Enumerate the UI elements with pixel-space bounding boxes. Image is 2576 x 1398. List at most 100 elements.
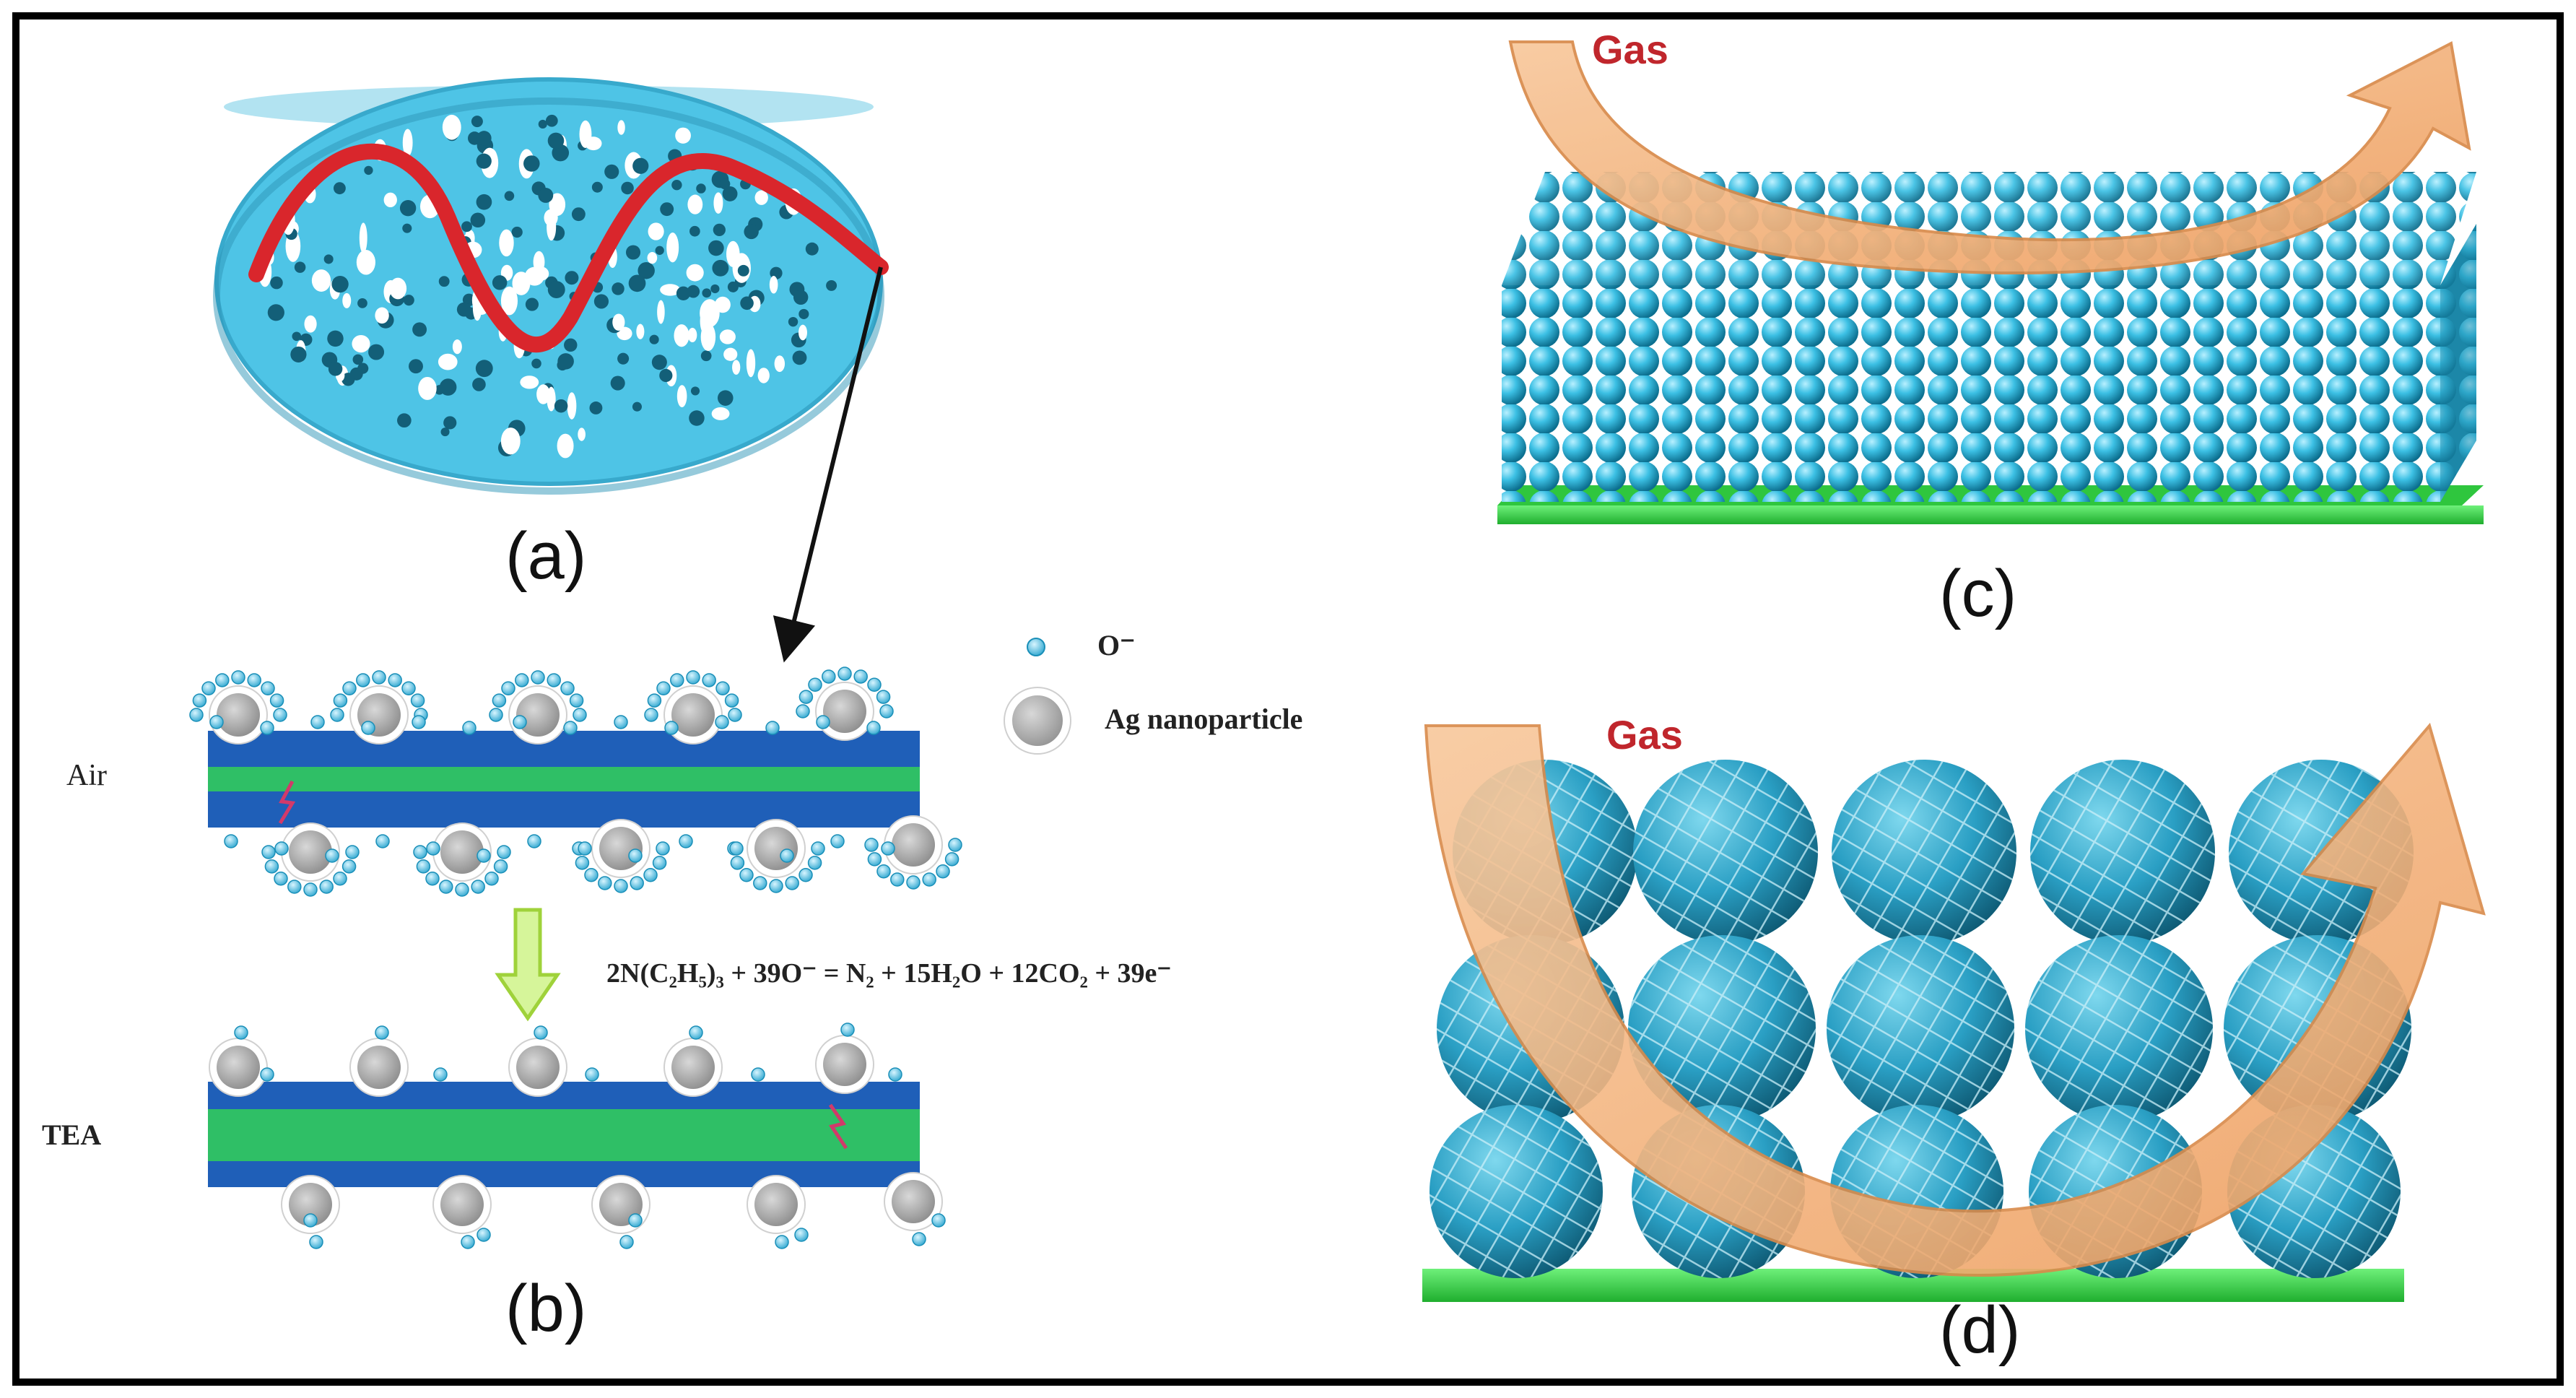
pore-dot bbox=[659, 368, 673, 383]
panel-a-label: (a) bbox=[505, 519, 587, 593]
ag-particle bbox=[754, 1183, 798, 1226]
pore-dot bbox=[740, 296, 754, 311]
oxygen-ion bbox=[864, 838, 879, 852]
pore-dot bbox=[632, 157, 649, 174]
pore-dot bbox=[323, 254, 334, 264]
oxygen-ion bbox=[192, 693, 207, 708]
pore bbox=[567, 392, 577, 420]
oxygen-ion bbox=[888, 1067, 902, 1082]
pore bbox=[342, 292, 352, 308]
pore-dot bbox=[438, 276, 450, 287]
pore-dot bbox=[727, 281, 739, 292]
oxygen-ion bbox=[287, 880, 302, 894]
oxygen-ion bbox=[401, 681, 416, 695]
pore-dot bbox=[788, 316, 799, 327]
ag-particle bbox=[892, 1180, 935, 1223]
pore-dot bbox=[689, 410, 705, 426]
sphere-mesh bbox=[1832, 760, 2016, 945]
pore-dot bbox=[712, 259, 729, 277]
oxygen-ion bbox=[785, 876, 799, 890]
oxygen-ion bbox=[679, 834, 693, 848]
pore bbox=[675, 127, 691, 144]
oxygen-ion bbox=[799, 868, 813, 882]
pore-dot bbox=[571, 207, 586, 222]
pore bbox=[352, 335, 370, 353]
oxygen-ion bbox=[497, 845, 511, 859]
ag-particle bbox=[289, 830, 332, 874]
pore-dot bbox=[722, 186, 738, 201]
panel-d-label: (d) bbox=[1939, 1293, 2021, 1367]
oxygen-ion bbox=[547, 673, 561, 687]
oxygen-ion bbox=[477, 1228, 491, 1242]
pore-dot bbox=[593, 294, 609, 309]
pore bbox=[442, 114, 461, 140]
pore-dot bbox=[744, 224, 759, 240]
sphere-mesh bbox=[2030, 760, 2215, 945]
pore-dot bbox=[604, 164, 619, 179]
pore bbox=[311, 269, 331, 292]
oxygen-ion bbox=[670, 673, 684, 687]
nanoparticle-block-front bbox=[1502, 285, 2440, 502]
pore-dot bbox=[792, 350, 807, 365]
pore bbox=[389, 277, 407, 300]
pore-dot bbox=[331, 275, 349, 293]
pore-dot bbox=[327, 330, 344, 347]
oxygen-ion bbox=[325, 848, 339, 863]
pore bbox=[757, 368, 770, 383]
pore-dot bbox=[270, 276, 283, 290]
pore-dot bbox=[713, 223, 726, 236]
gas-flow-arrow-icon bbox=[1424, 722, 2486, 1277]
pore bbox=[356, 250, 375, 275]
oxygen-ion bbox=[837, 667, 852, 681]
pore bbox=[723, 347, 738, 361]
oxygen-ion bbox=[751, 1067, 765, 1082]
oxygen-ion bbox=[867, 677, 882, 692]
pore bbox=[402, 129, 413, 157]
pore-dot bbox=[357, 298, 367, 308]
oxygen-ion bbox=[534, 1025, 548, 1040]
pore-dot bbox=[687, 285, 700, 298]
ag-particle bbox=[823, 690, 866, 733]
oxygen-ion bbox=[664, 721, 679, 735]
oxygen-ion bbox=[319, 880, 334, 894]
pore bbox=[579, 120, 592, 149]
pore-dot bbox=[565, 271, 579, 285]
oxygen-ion bbox=[881, 841, 895, 856]
oxygen-ion bbox=[619, 1235, 634, 1249]
pore bbox=[359, 222, 367, 253]
oxygen-ion bbox=[531, 670, 545, 685]
pore-dot bbox=[443, 416, 457, 430]
zoom-arrow bbox=[773, 266, 883, 663]
pore-dot bbox=[710, 284, 720, 294]
oxygen-ion bbox=[274, 841, 289, 856]
pore bbox=[512, 272, 531, 295]
pore-dot bbox=[617, 352, 630, 365]
oxygen-ion bbox=[689, 1025, 703, 1040]
oxygen-ion bbox=[412, 715, 426, 729]
pore-dot bbox=[397, 413, 412, 428]
oxygen-ion bbox=[215, 673, 230, 687]
gas-flow-arrow-icon bbox=[1508, 40, 2471, 275]
oxygen-ion bbox=[728, 708, 742, 722]
pore-dot bbox=[696, 183, 706, 194]
ag-particle bbox=[440, 830, 484, 874]
pore-dot bbox=[649, 334, 659, 344]
oxygen-ion bbox=[936, 864, 950, 879]
pore-dot bbox=[547, 281, 565, 299]
oxygen-ion bbox=[796, 704, 810, 718]
pore bbox=[676, 385, 687, 408]
oxygen-ion bbox=[584, 868, 599, 882]
pore-dot bbox=[625, 245, 641, 260]
ag-particles-air bbox=[209, 682, 943, 882]
pore-dot bbox=[476, 194, 492, 210]
pore-dot bbox=[632, 401, 642, 412]
oxygen-ion bbox=[724, 693, 739, 708]
sine-wave bbox=[248, 143, 889, 353]
ag-particle bbox=[357, 1046, 401, 1089]
oxygen-ion bbox=[730, 856, 745, 870]
oxygen-ion bbox=[569, 693, 584, 708]
oxygen-ion bbox=[261, 845, 276, 859]
state-air-label: Air bbox=[66, 759, 107, 792]
oxygen-ion bbox=[652, 856, 667, 870]
pore-dot bbox=[660, 202, 674, 217]
